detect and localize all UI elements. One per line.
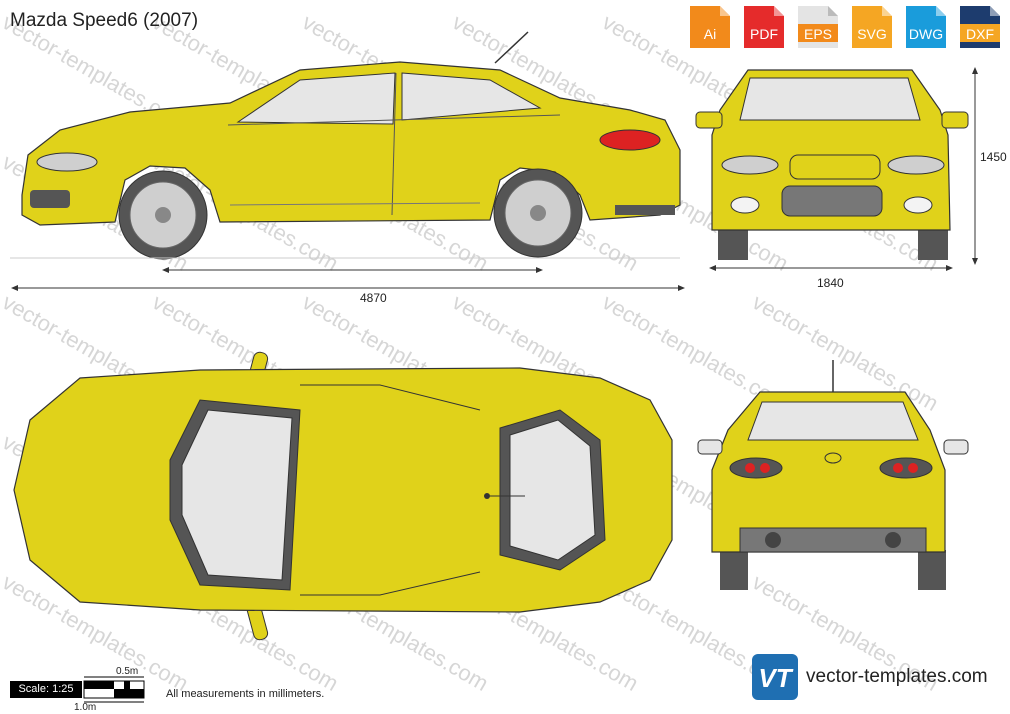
rear-window xyxy=(747,401,919,441)
scale-bar xyxy=(83,676,145,703)
front-windshield xyxy=(739,77,921,121)
side-glass xyxy=(236,72,396,125)
format-ai-icon[interactable]: Ai xyxy=(688,4,732,50)
scale-label: Scale: 1:25 xyxy=(10,681,82,698)
height-label: 1450 xyxy=(980,150,1007,164)
side-rear-wheel xyxy=(493,168,583,258)
width-label: 1840 xyxy=(817,276,844,290)
side-front-wheel xyxy=(118,170,208,260)
format-eps-icon[interactable]: EPS xyxy=(796,4,840,50)
vt-logo-icon[interactable]: VT xyxy=(752,654,798,700)
front-view xyxy=(695,67,978,271)
format-dwg-label: DWG xyxy=(908,26,944,42)
scale-one-meter: 1.0m xyxy=(74,702,97,713)
format-svg-icon[interactable]: SVG xyxy=(850,4,894,50)
format-pdf-label: PDF xyxy=(750,26,778,42)
top-view xyxy=(13,351,673,641)
page-title: Mazda Speed6 (2007) xyxy=(10,10,199,31)
brand-url-link[interactable]: vector-templates.com xyxy=(806,666,988,687)
format-dxf-icon[interactable]: DXF xyxy=(958,4,1002,50)
format-svg-label: SVG xyxy=(857,26,887,42)
length-label: 4870 xyxy=(360,291,387,305)
measurement-note: All measurements in millimeters. xyxy=(166,688,325,700)
format-dxf-label: DXF xyxy=(966,26,994,42)
side-glass-rear xyxy=(401,72,542,121)
side-view xyxy=(10,31,685,291)
svg-text:VT: VT xyxy=(758,663,793,693)
format-eps-label: EPS xyxy=(803,26,832,42)
format-ai-label: Ai xyxy=(703,26,717,42)
rear-view xyxy=(697,360,969,590)
format-dwg-icon[interactable]: DWG xyxy=(904,4,948,50)
scale-half-meter: 0.5m xyxy=(116,666,139,677)
format-pdf-icon[interactable]: PDF xyxy=(742,4,786,50)
format-badges: Ai PDF EPS SVG DWG DXF xyxy=(688,4,1002,50)
